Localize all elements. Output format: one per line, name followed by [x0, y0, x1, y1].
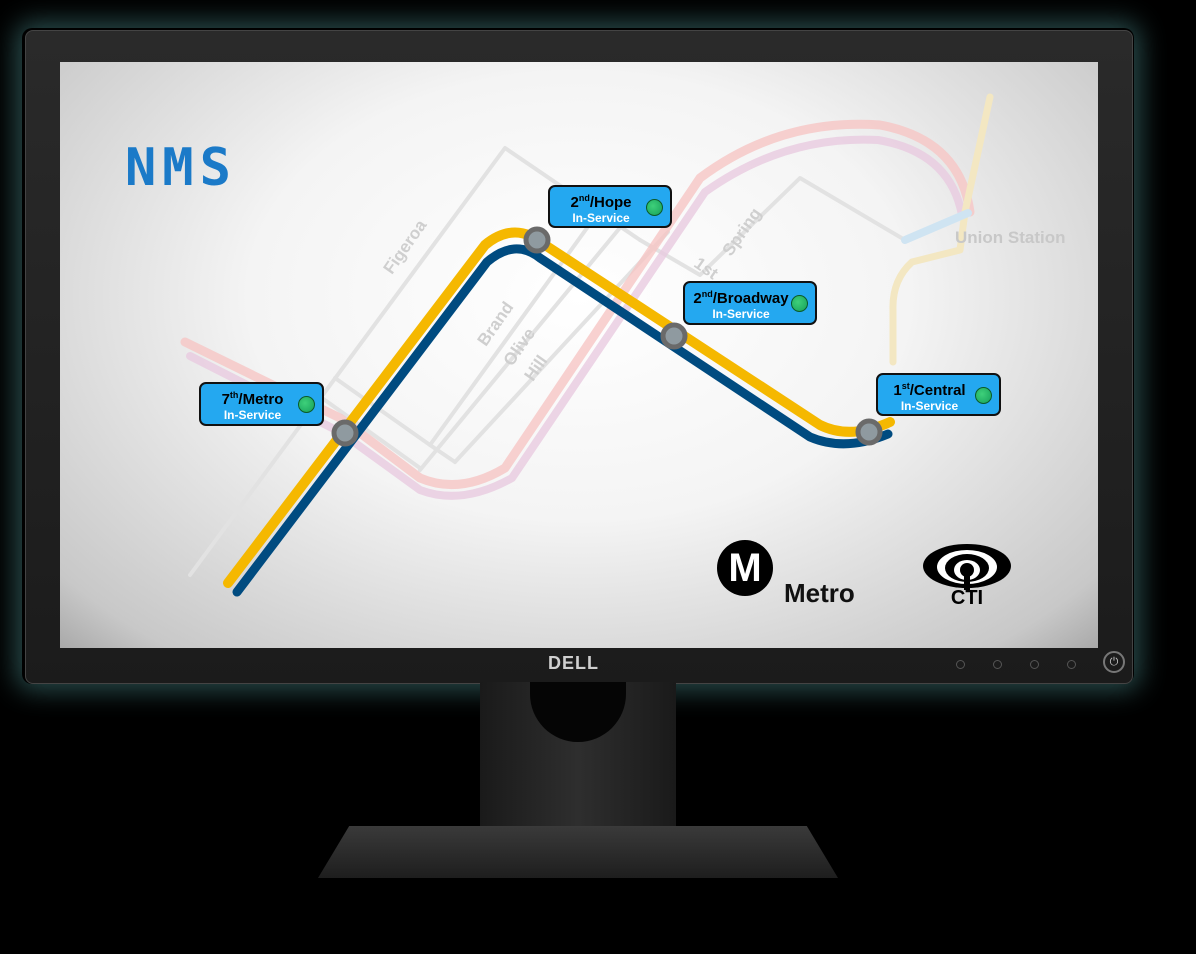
station-marker[interactable] [855, 418, 883, 446]
station-name: 2nd/Hope [570, 193, 632, 211]
union-station-connector [901, 209, 972, 244]
station-status: In-Service [712, 307, 770, 321]
metro-logo-text: Metro [784, 578, 855, 608]
nms-logo: NMS [125, 138, 237, 198]
status-ok-indicator-icon [975, 387, 992, 404]
station-marker[interactable] [660, 322, 688, 350]
monitor-button[interactable] [993, 660, 1002, 669]
metro-logo-icon: M [717, 540, 773, 596]
station-2nd-hope[interactable]: 2nd/Hope In-Service [548, 185, 672, 228]
status-ok-indicator-icon [791, 295, 808, 312]
monitor-button[interactable] [956, 660, 965, 669]
status-ok-indicator-icon [298, 396, 315, 413]
purple-line-faded [186, 135, 966, 500]
station-1st-central[interactable]: 1st/Central In-Service [876, 373, 1001, 416]
dell-logo: DELL [548, 653, 599, 673]
station-name: 7th/Metro [221, 390, 284, 408]
monitor-stand-base [318, 826, 838, 878]
station-7th-metro[interactable]: 7th/Metro In-Service [199, 382, 324, 426]
status-ok-indicator-icon [646, 199, 663, 216]
cti-logo: CTI [920, 540, 1015, 611]
monitor-button[interactable] [1067, 660, 1076, 669]
union-station-label: Union Station [955, 228, 1066, 247]
station-marker[interactable] [523, 226, 551, 254]
station-name: 1st/Central [893, 381, 966, 399]
gold-line-faded [889, 93, 994, 366]
station-status: In-Service [572, 211, 630, 225]
cti-logo-icon: CTI [923, 544, 1011, 609]
station-status: In-Service [223, 408, 282, 422]
monitor-button[interactable] [1030, 660, 1039, 669]
station-marker[interactable] [331, 419, 359, 447]
station-name: 2nd/Broadway [693, 289, 789, 307]
station-2nd-broadway[interactable]: 2nd/Broadway In-Service [683, 281, 817, 325]
power-button-icon[interactable]: ⏻ [1103, 651, 1125, 673]
station-status: In-Service [900, 399, 959, 413]
red-line-faded [180, 119, 975, 490]
svg-text:CTI: CTI [951, 587, 983, 606]
